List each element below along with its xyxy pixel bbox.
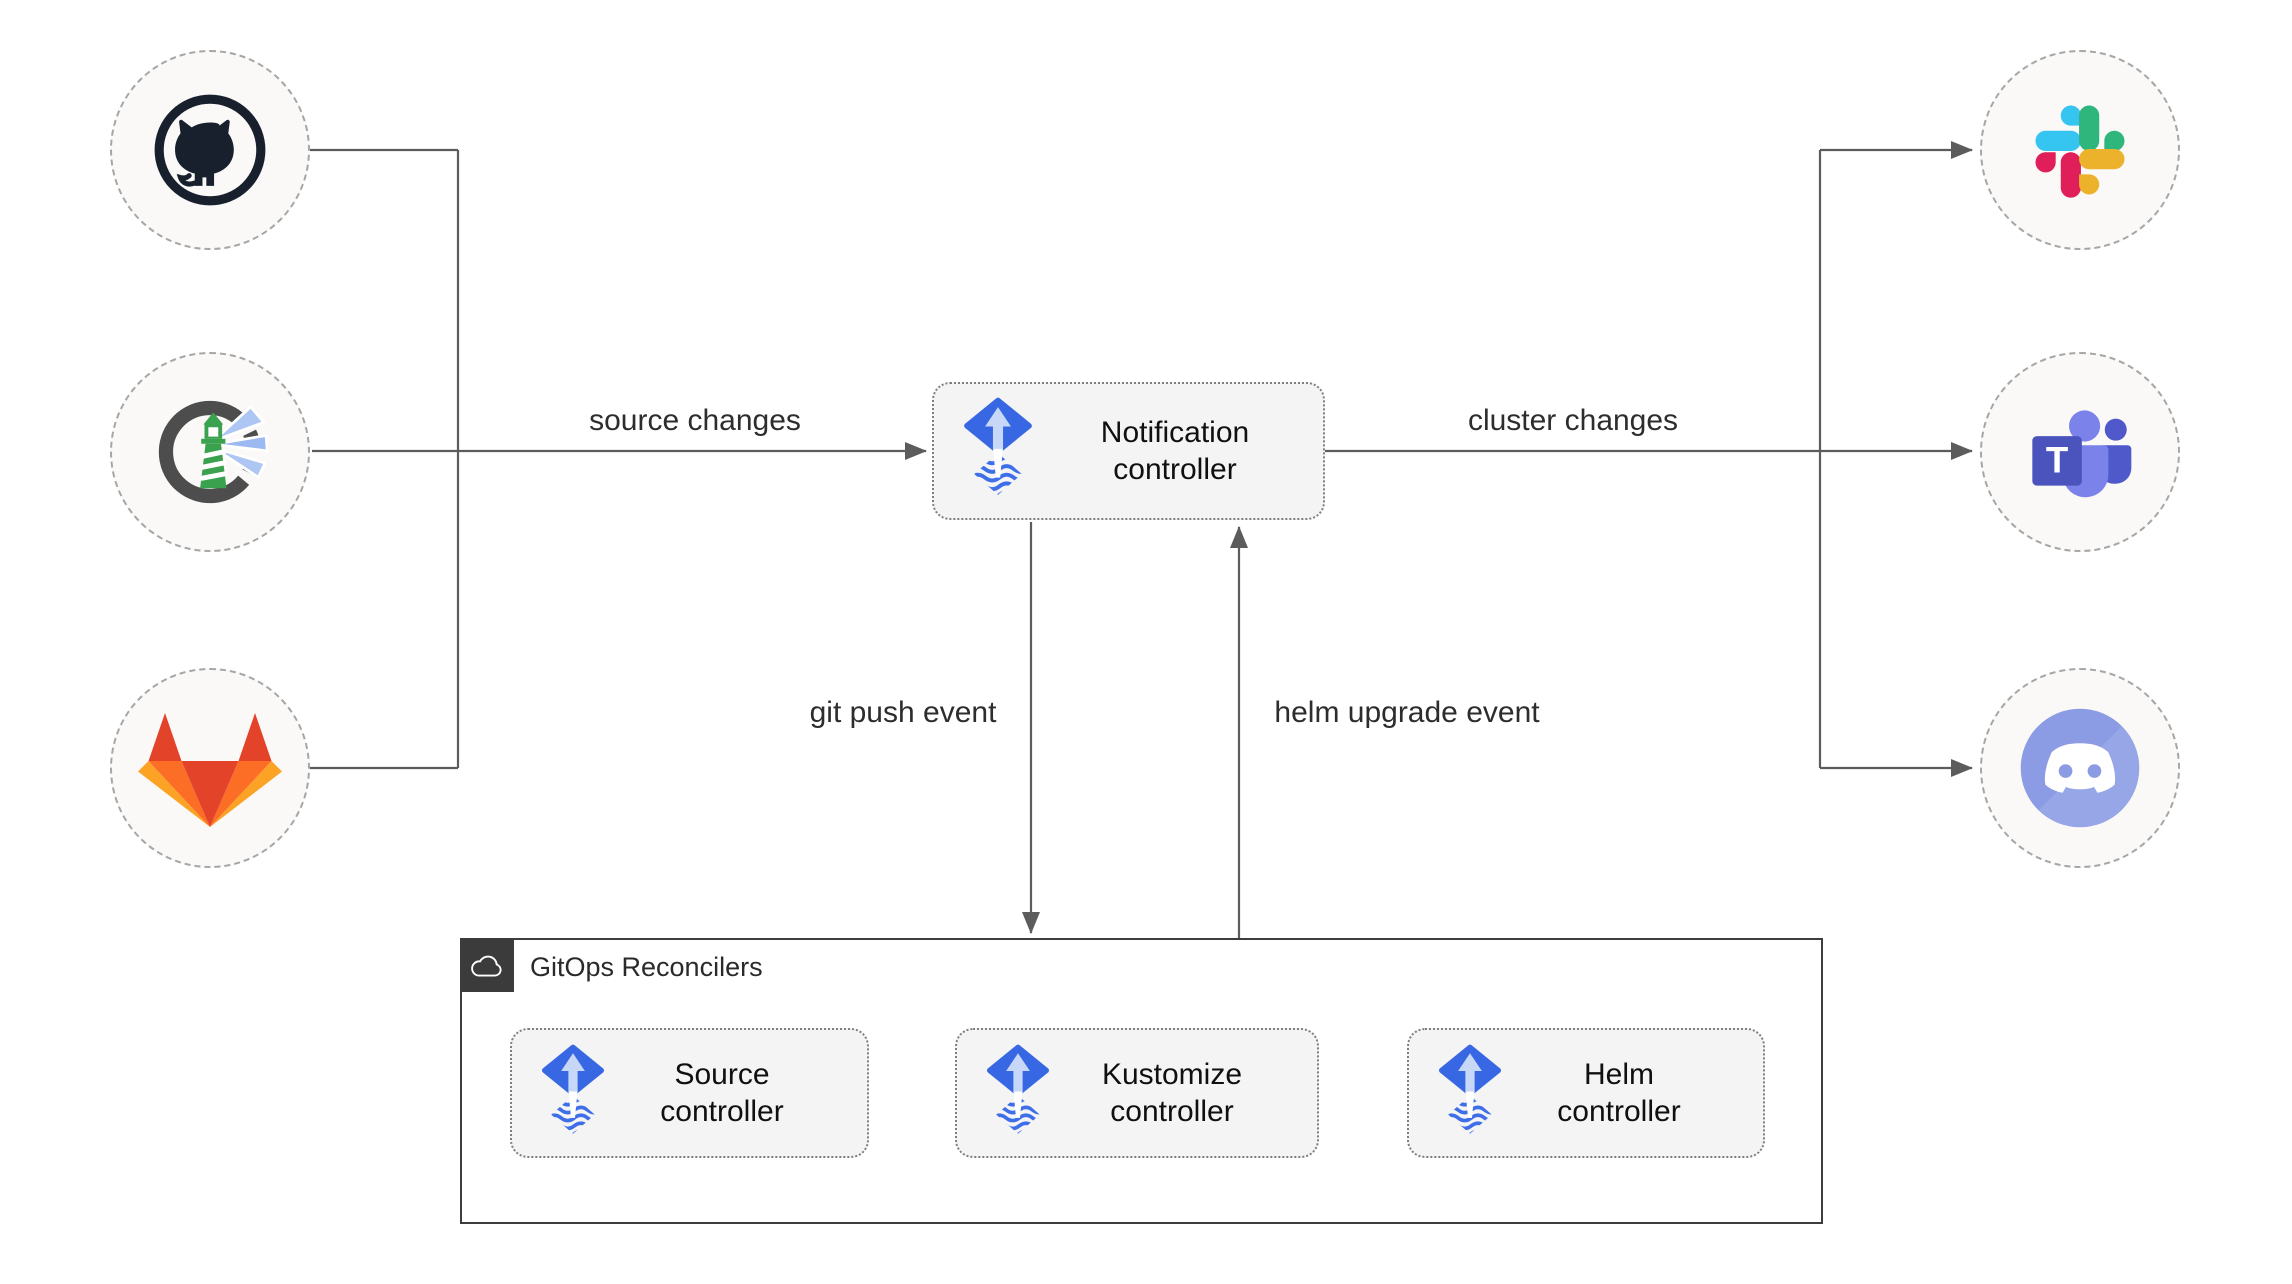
edge-label-source-changes: source changes [583, 404, 807, 438]
target-node-teams: T [1980, 352, 2180, 552]
source-controller-label: Source controller [660, 1058, 784, 1128]
source-node-gitlab [110, 668, 310, 868]
teams-icon: T [2032, 410, 2132, 498]
discord-icon [2020, 708, 2140, 828]
edge-label-git-push-event: git push event [803, 696, 1003, 730]
source-node-harbor [110, 352, 310, 552]
kustomize-controller-box: Kustomize controller [955, 1028, 1319, 1158]
flux-icon [985, 1044, 1051, 1143]
harbor-icon [158, 400, 269, 504]
github-icon [154, 94, 266, 206]
target-node-discord [1980, 668, 2180, 868]
container-header-tab [460, 938, 514, 992]
slack-icon [2035, 105, 2125, 198]
notification-controller-label: Notification controller [1100, 416, 1250, 486]
helm-controller-label: Helm controller [1557, 1058, 1681, 1128]
cloud-icon [471, 955, 502, 976]
flux-icon [962, 397, 1034, 505]
flux-icon [540, 1044, 606, 1143]
kustomize-controller-label: Kustomize controller [1101, 1058, 1243, 1128]
edge-label-helm-upgrade-event: helm upgrade event [1268, 696, 1546, 730]
source-node-github [110, 50, 310, 250]
flux-icon [1437, 1044, 1503, 1143]
gitlab-icon [138, 713, 282, 828]
helm-controller-box: Helm controller [1407, 1028, 1765, 1158]
svg-text:T: T [2046, 440, 2068, 481]
source-controller-box: Source controller [510, 1028, 869, 1158]
notification-controller-box: Notification controller [932, 382, 1325, 520]
target-node-slack [1980, 50, 2180, 250]
container-title: GitOps Reconcilers [530, 952, 763, 982]
edge-label-cluster-changes: cluster changes [1461, 404, 1685, 438]
